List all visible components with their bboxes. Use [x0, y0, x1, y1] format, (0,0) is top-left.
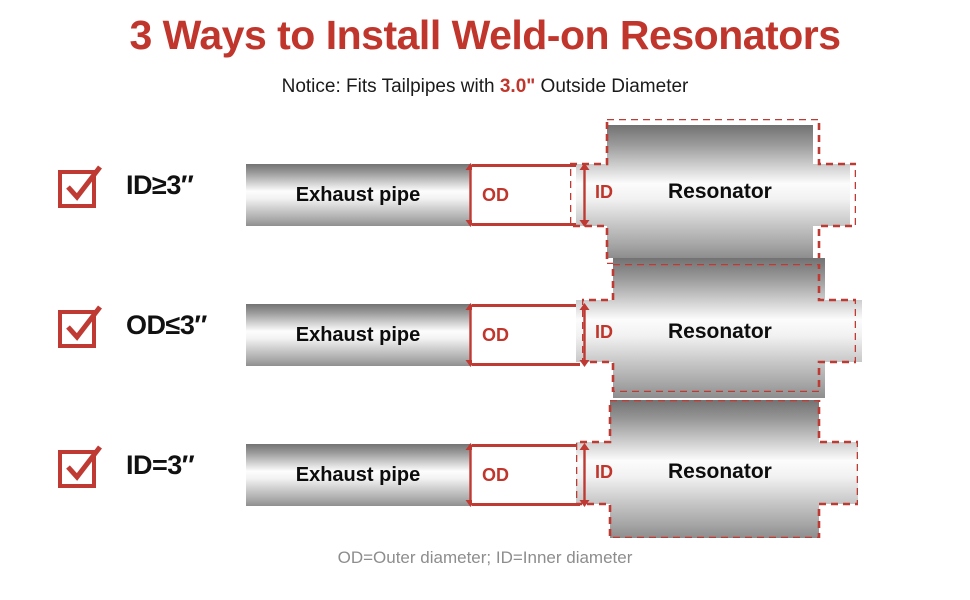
resonator-body	[576, 400, 858, 538]
id-dimension-arrow	[578, 162, 591, 228]
id-label: ID	[595, 322, 613, 342]
legend-text: OD=Outer diameter; ID=Inner diameter	[337, 548, 633, 567]
checkbox-checked[interactable]	[58, 304, 106, 352]
install-option-row: ID=3″ Exhaust pipe OD	[0, 398, 970, 538]
notice-highlight-value: 3.0"	[499, 76, 536, 97]
od-gap-block: OD	[472, 304, 580, 366]
checkbox-checked[interactable]	[58, 444, 106, 492]
checkmark-icon	[60, 444, 104, 488]
notice-subtitle: Notice: Fits Tailpipes with 3.0" Outside…	[0, 76, 970, 98]
install-option-row: OD≤3″ Exhaust pipe OD	[0, 258, 970, 398]
notice-suffix: Outside Diameter	[535, 76, 689, 97]
resonator-body	[576, 125, 850, 258]
exhaust-pipe: Exhaust pipe	[246, 164, 470, 226]
resonator-id-outline	[570, 119, 856, 264]
exhaust-pipe-label: Exhaust pipe	[295, 464, 421, 486]
install-option-row: ID≥3″ Exhaust pipe OD	[0, 118, 970, 264]
id-dimension-arrow	[578, 302, 591, 368]
id-label: ID	[595, 462, 613, 482]
resonator-label: Resonator	[668, 180, 772, 203]
od-gap-block: OD	[472, 444, 580, 506]
exhaust-pipe-label: Exhaust pipe	[295, 184, 421, 206]
od-label: OD	[482, 465, 509, 485]
id-dimension-arrow	[578, 442, 591, 508]
exhaust-pipe: Exhaust pipe	[246, 444, 470, 506]
exhaust-pipe: Exhaust pipe	[246, 304, 470, 366]
option-label: ID≥3″	[126, 170, 194, 200]
checkbox-square-icon	[58, 310, 96, 348]
checkmark-icon	[60, 304, 104, 348]
checkbox-square-icon	[58, 450, 96, 488]
od-label: OD	[482, 185, 509, 205]
checkbox-checked[interactable]	[58, 164, 106, 212]
checkmark-icon	[60, 164, 104, 208]
exhaust-pipe-label: Exhaust pipe	[295, 324, 421, 346]
resonator-body	[576, 258, 862, 398]
od-label: OD	[482, 325, 509, 345]
resonator-label: Resonator	[668, 320, 772, 343]
option-label: ID=3″	[126, 450, 195, 480]
page-title: 3 Ways to Install Weld-on Resonators	[129, 12, 841, 58]
notice-prefix: Notice: Fits Tailpipes with	[281, 76, 500, 97]
resonator-label: Resonator	[668, 460, 772, 483]
option-label: OD≤3″	[126, 310, 207, 340]
resonator-id-outline	[582, 264, 856, 392]
id-label: ID	[595, 182, 613, 202]
checkbox-square-icon	[58, 170, 96, 208]
od-gap-block: OD	[472, 164, 580, 226]
